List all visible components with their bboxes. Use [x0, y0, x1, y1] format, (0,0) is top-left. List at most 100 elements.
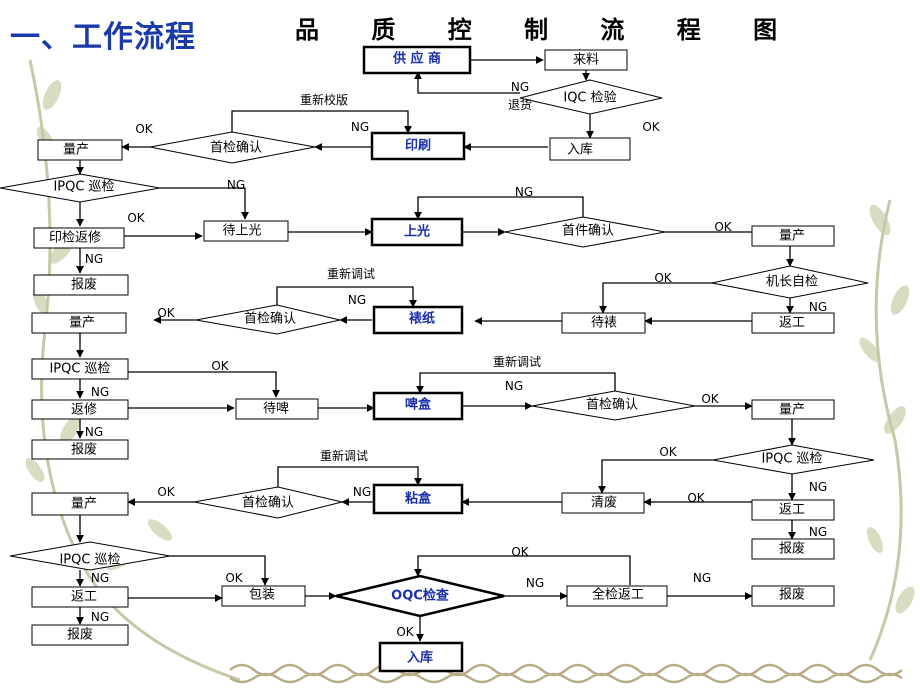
- node-storage2-box: [378, 641, 464, 673]
- storage2-label: 入库: [407, 650, 433, 666]
- edge-label-ng: NG: [526, 576, 544, 590]
- waitmount-label: 待裱: [591, 316, 617, 331]
- edge-firstcheck3-ng-readjust: [276, 286, 417, 308]
- ipqc1-label: IPQC 巡检: [53, 180, 114, 195]
- node-glue-box: [372, 483, 464, 515]
- node-supplier-box: [362, 45, 472, 75]
- edge-label-ng: NG: [809, 300, 827, 314]
- edge-label-ng: NG: [351, 120, 369, 134]
- firstcheck1-label: 首检确认: [210, 141, 262, 156]
- edge-label-ok: OK: [687, 491, 705, 505]
- node-rework5-box: [31, 586, 129, 608]
- node-mount-box: [372, 305, 464, 335]
- edge-label-recalibrate: 重新校版: [300, 92, 348, 107]
- rework4-label: 返工: [779, 503, 805, 518]
- firstcheck4-label: 首检确认: [586, 398, 638, 413]
- edge-selfcheck-ok-waitmount: [599, 282, 715, 314]
- node-waitmount-box: [561, 312, 646, 334]
- print-label: 印刷: [405, 139, 431, 154]
- ipqc3-label: IPQC 巡检: [49, 362, 110, 377]
- node-mass3-box: [31, 312, 127, 334]
- rework2-label: 返工: [779, 316, 805, 331]
- firstcheck5-label: 首检确认: [242, 496, 294, 511]
- edge-label-ng: NG: [85, 425, 103, 439]
- node-firstcheck3-diamond: [195, 304, 341, 335]
- node-pack-box: [221, 585, 306, 607]
- mass5-label: 量产: [71, 497, 97, 512]
- firstpiece-label: 首件确认: [562, 224, 614, 239]
- firstcheck3-label: 首检确认: [244, 312, 296, 327]
- mass1-label: 量产: [63, 143, 89, 158]
- edge-ipqc5-ok-pack: [170, 555, 269, 586]
- node-iqc-diamond: [519, 79, 663, 115]
- edge-label-readjust: 重新调试: [320, 448, 368, 463]
- node-scrap4-box: [751, 538, 835, 560]
- wait-gloss-label: 待上光: [222, 224, 261, 239]
- node-firstcheck1-diamond: [149, 131, 316, 164]
- node-rework4-box: [751, 499, 835, 521]
- edge-label-ng: NG: [809, 480, 827, 494]
- edge-iqc-ng-supplier: [414, 71, 520, 94]
- scrap6-label: 报废: [779, 587, 805, 603]
- node-wait-gloss-box: [203, 220, 289, 242]
- edge-label-ok: OK: [135, 122, 153, 136]
- edge-label-ng: NG: [85, 252, 103, 266]
- edge-label-ng: NG: [511, 80, 529, 94]
- edge-firstcheck5-ng-readjust: [277, 466, 422, 487]
- scrap1-label: 报废: [71, 277, 97, 293]
- repair-print-label: 印检返修: [49, 231, 101, 246]
- node-firstcheck4-diamond: [531, 390, 696, 421]
- diecut-label: 啤盒: [405, 397, 432, 413]
- storage1-label: 入库: [567, 142, 593, 158]
- edge-label-ng: NG: [227, 178, 245, 192]
- node-clean-box: [561, 492, 645, 514]
- edge-ipqc3-ok-waitdie: [128, 371, 280, 398]
- node-mass4-box: [751, 399, 835, 420]
- edge-ipqc1-ng-wait: [160, 187, 249, 220]
- edge-fullrework-ok-oqc: [414, 555, 631, 585]
- mount-label: 裱纸: [409, 311, 435, 327]
- edge-label-ok: OK: [642, 120, 660, 134]
- edge-label-ng: NG: [353, 485, 371, 499]
- mass3-label: 量产: [69, 316, 95, 331]
- ipqc5-label: IPQC 巡检: [59, 553, 120, 568]
- node-mass2-box: [751, 225, 835, 247]
- selfcheck-label: 机长自检: [766, 275, 818, 290]
- node-mass5-box: [31, 492, 129, 516]
- edge-firstpiece-ng-gloss: [414, 196, 584, 220]
- edge-label-ng: NG: [693, 571, 711, 585]
- edge-label-ng: NG: [91, 385, 109, 399]
- node-selfcheck-diamond: [711, 265, 869, 299]
- node-storage1-box: [549, 137, 631, 161]
- edge-label-ok: OK: [225, 571, 243, 585]
- edge-ipqc4-ok-clean: [598, 459, 713, 494]
- rework5-label: 返工: [71, 590, 97, 605]
- pack-label: 包装: [249, 588, 275, 603]
- ipqc4-label: IPQC 巡检: [761, 452, 822, 467]
- edge-label-ng: NG: [809, 525, 827, 539]
- edge-label-readjust: 重新调试: [493, 354, 541, 369]
- node-diecut-box: [372, 391, 464, 421]
- edge-label-ok: OK: [654, 271, 672, 285]
- edge-label-ok: OK: [157, 485, 175, 499]
- node-ipqc5-diamond: [9, 541, 171, 571]
- fullrework-label: 全检返工: [592, 587, 644, 603]
- edge-firstcheck1-ng-recal: [231, 110, 412, 134]
- mass4-label: 量产: [779, 403, 805, 418]
- node-ipqc4-diamond: [712, 444, 875, 475]
- edge-label-ok: OK: [211, 359, 229, 373]
- node-scrap5-box: [31, 624, 129, 646]
- page-title: 品 质 控 制 流 程 图: [295, 15, 800, 44]
- supplier-label: 供 应 商: [392, 51, 441, 67]
- edge-label-ok: OK: [157, 306, 175, 320]
- edge-label-ng: NG: [91, 571, 109, 585]
- iqc-label: IQC 检验: [563, 90, 616, 106]
- waitdie-label: 待啤: [263, 402, 289, 417]
- clean-label: 清废: [591, 495, 617, 511]
- edge-label-ok: OK: [714, 220, 732, 234]
- node-print-box: [370, 131, 466, 161]
- edge-label-ok: OK: [701, 392, 719, 406]
- scrap5-label: 报废: [67, 627, 93, 643]
- edge-label-ok: OK: [511, 545, 529, 559]
